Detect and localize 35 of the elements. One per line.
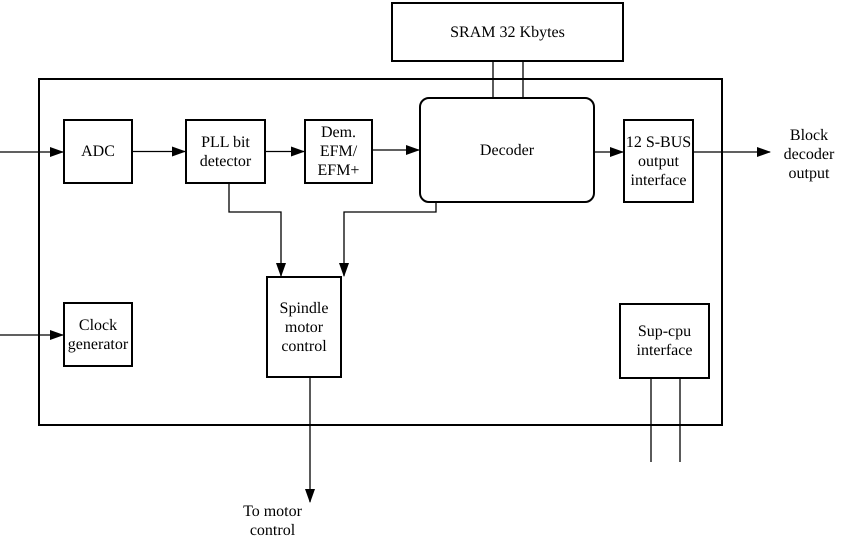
block-label: Dem. EFM/ EFM+ (316, 123, 360, 180)
bus-line (522, 62, 524, 97)
block-label: To motor control (242, 502, 303, 539)
process-box (304, 119, 373, 184)
chip-outline (38, 78, 723, 426)
process-box (185, 119, 266, 184)
block-label: SRAM 32 Kbytes (450, 22, 565, 42)
arrow (228, 184, 286, 277)
arrow (373, 145, 420, 155)
arrow (694, 147, 771, 157)
bus-line (492, 62, 494, 97)
block-label: 12 S-BUS output interface (625, 132, 692, 190)
memory-block (391, 2, 624, 62)
block-label: Spindle motor control (278, 298, 330, 356)
process-box (623, 119, 694, 203)
arrow (305, 378, 315, 503)
decoder-block (419, 97, 595, 203)
arrow (339, 203, 437, 277)
arrow (595, 147, 624, 157)
arrow (133, 146, 186, 156)
block-label: Sup-cpu interface (636, 322, 694, 360)
bus-line (650, 379, 652, 462)
process-box (63, 302, 133, 367)
arrow (0, 330, 64, 340)
block-label: ADC (81, 142, 115, 161)
process-box (619, 303, 710, 379)
block-label: PLL bit detector (198, 132, 252, 170)
arrow (0, 147, 64, 157)
arrow (266, 146, 305, 156)
block-label: Clock generator (66, 316, 130, 354)
process-box (63, 119, 133, 184)
process-box (266, 276, 342, 378)
block-label: Decoder (480, 140, 534, 160)
block-label: Block decoder output (782, 126, 836, 182)
bus-line (679, 379, 681, 462)
